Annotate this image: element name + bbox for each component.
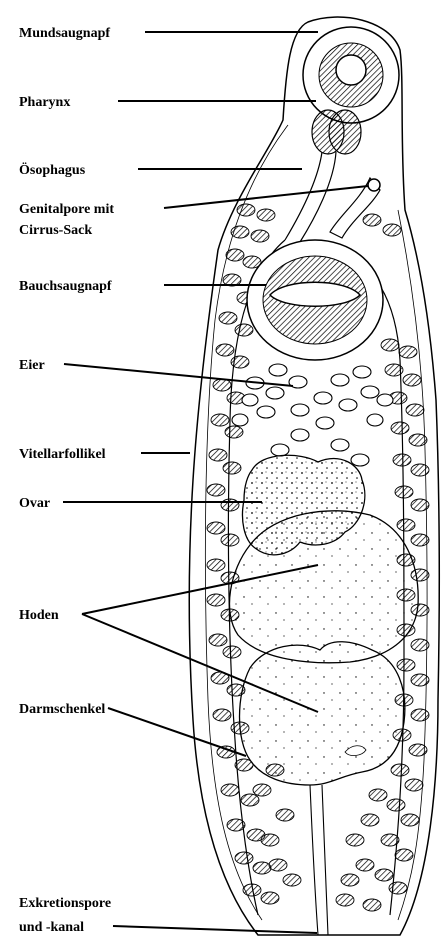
genital-pore	[368, 179, 380, 191]
oral-sucker-mouth	[336, 55, 366, 85]
label-eier: Eier	[19, 358, 45, 373]
label-pharynx: Pharynx	[19, 95, 70, 110]
label-exkretion-line2: und -kanal	[19, 920, 84, 935]
eggs	[232, 364, 393, 466]
label-oesophagus: Ösophagus	[19, 161, 86, 178]
label-bauchsaugnapf: Bauchsaugnapf	[19, 279, 112, 294]
testis-posterior	[240, 642, 405, 785]
label-darmschenkel: Darmschenkel	[19, 702, 105, 717]
label-genitalpore-line1: Genitalpore mit	[19, 202, 114, 217]
label-exkretion-line1: Exkretionspore	[19, 896, 111, 911]
label-genitalpore-line2: Cirrus-Sack	[19, 223, 92, 238]
excretory-canal	[310, 785, 328, 935]
label-mundsaugnapf: Mundsaugnapf	[19, 26, 110, 41]
label-ovar: Ovar	[19, 496, 50, 511]
label-vitellarfollikel: Vitellarfollikel	[19, 447, 106, 462]
oesophagus-shape	[285, 152, 336, 242]
pharynx-shape-2	[329, 110, 361, 154]
label-hoden: Hoden	[19, 608, 59, 623]
